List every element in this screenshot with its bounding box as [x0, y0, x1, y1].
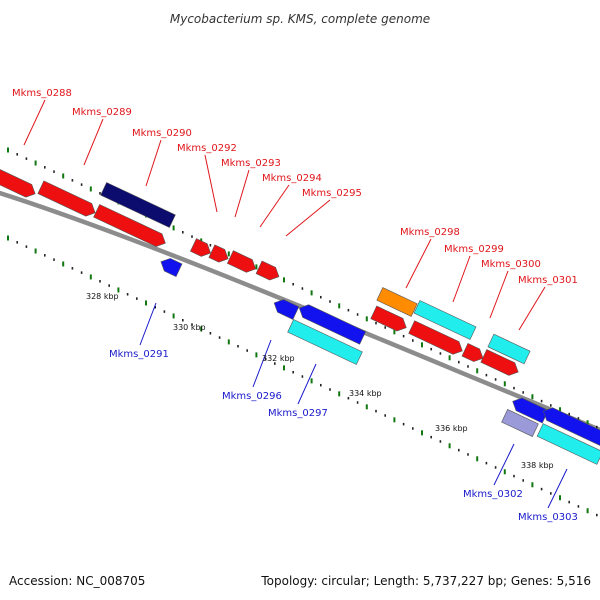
leader-line	[518, 286, 546, 331]
gene-label: Mkms_0294	[262, 173, 322, 184]
leader-line	[259, 184, 290, 228]
gene-mkms-0299b	[408, 320, 463, 355]
accession-text: Accession: NC_008705	[9, 574, 145, 588]
gene-label: Mkms_0301	[518, 275, 578, 286]
gene-label: Mkms_0295	[302, 188, 362, 199]
scale-label: 330 kbp	[173, 323, 206, 332]
leader-line	[405, 238, 432, 289]
gene-label: Mkms_0289	[72, 107, 132, 118]
leader-line	[285, 199, 331, 237]
scale-label: 328 kbp	[86, 292, 119, 301]
gene-label: Mkms_0298	[400, 227, 460, 238]
gene-mkms-0302	[512, 397, 549, 424]
scale-labels: 328 kbp 330 kbp 332 kbp 334 kbp 336 kbp 338 k…	[86, 292, 554, 470]
scale-label: 334 kbp	[349, 389, 382, 398]
gene-label: Mkms_0297	[268, 408, 328, 419]
gene-labels: Mkms_0288Mkms_0289Mkms_0290Mkms_0292Mkms…	[12, 88, 578, 523]
gene-mkms-0291	[160, 258, 183, 277]
gene-mkms-0300	[461, 343, 484, 362]
gene-mkms-0298	[376, 287, 418, 317]
gene-mkms-0290	[100, 182, 176, 228]
gene-mkms-0298b	[370, 305, 407, 332]
leader-line	[452, 255, 471, 303]
gene-mkms-0290b	[93, 204, 166, 247]
gene-mkms-0303	[536, 423, 600, 465]
gene-features	[0, 161, 600, 465]
leader-line	[139, 302, 157, 346]
gene-mkms-0289	[37, 180, 96, 217]
tick-row-reverse	[7, 235, 598, 517]
gene-mkms-0299	[413, 300, 477, 340]
gene-label: Mkms_0296	[222, 391, 282, 402]
leader-line	[489, 270, 509, 319]
gene-mkms-0293	[208, 244, 229, 263]
gene-mkms-0302c	[542, 407, 600, 448]
gene-label: Mkms_0300	[481, 259, 541, 270]
gene-label: Mkms_0292	[177, 143, 237, 154]
leader-line	[493, 443, 515, 486]
scale-label: 338 kbp	[521, 461, 554, 470]
gene-mkms-0295	[255, 260, 280, 281]
scale-label: 332 kbp	[262, 354, 295, 363]
map-title: Mycobacterium sp. KMS, complete genome	[170, 12, 430, 26]
gene-label: Mkms_0291	[109, 349, 169, 360]
gene-label: Mkms_0293	[221, 158, 281, 169]
leader-line	[145, 139, 162, 187]
gene-label: Mkms_0288	[12, 88, 72, 99]
gene-label: Mkms_0299	[444, 244, 504, 255]
gene-label: Mkms_0302	[463, 489, 523, 500]
leader-line	[204, 154, 218, 213]
leader-line	[252, 339, 272, 388]
gene-mkms-0297	[287, 319, 363, 365]
gene-mkms-0301	[487, 333, 531, 365]
genome-summary-text: Topology: circular; Length: 5,737,227 bp…	[260, 574, 591, 588]
gene-label: Mkms_0303	[518, 512, 578, 523]
gene-mkms-0292	[190, 238, 211, 257]
label-leader-lines	[23, 99, 568, 509]
genome-backbone	[0, 190, 600, 433]
leader-line	[234, 169, 250, 218]
leader-line	[23, 99, 46, 146]
gene-mkms-0288	[0, 161, 36, 198]
leader-line	[547, 468, 568, 509]
leader-line	[297, 363, 317, 405]
scale-label: 336 kbp	[435, 424, 468, 433]
gene-mkms-0300b	[480, 349, 519, 376]
gene-mkms-0296b	[298, 304, 367, 345]
gene-mkms-0302b	[501, 409, 539, 437]
leader-line	[83, 118, 104, 166]
gene-mkms-0294	[226, 250, 257, 273]
gene-mkms-0296	[273, 299, 300, 320]
gene-label: Mkms_0290	[132, 128, 192, 139]
